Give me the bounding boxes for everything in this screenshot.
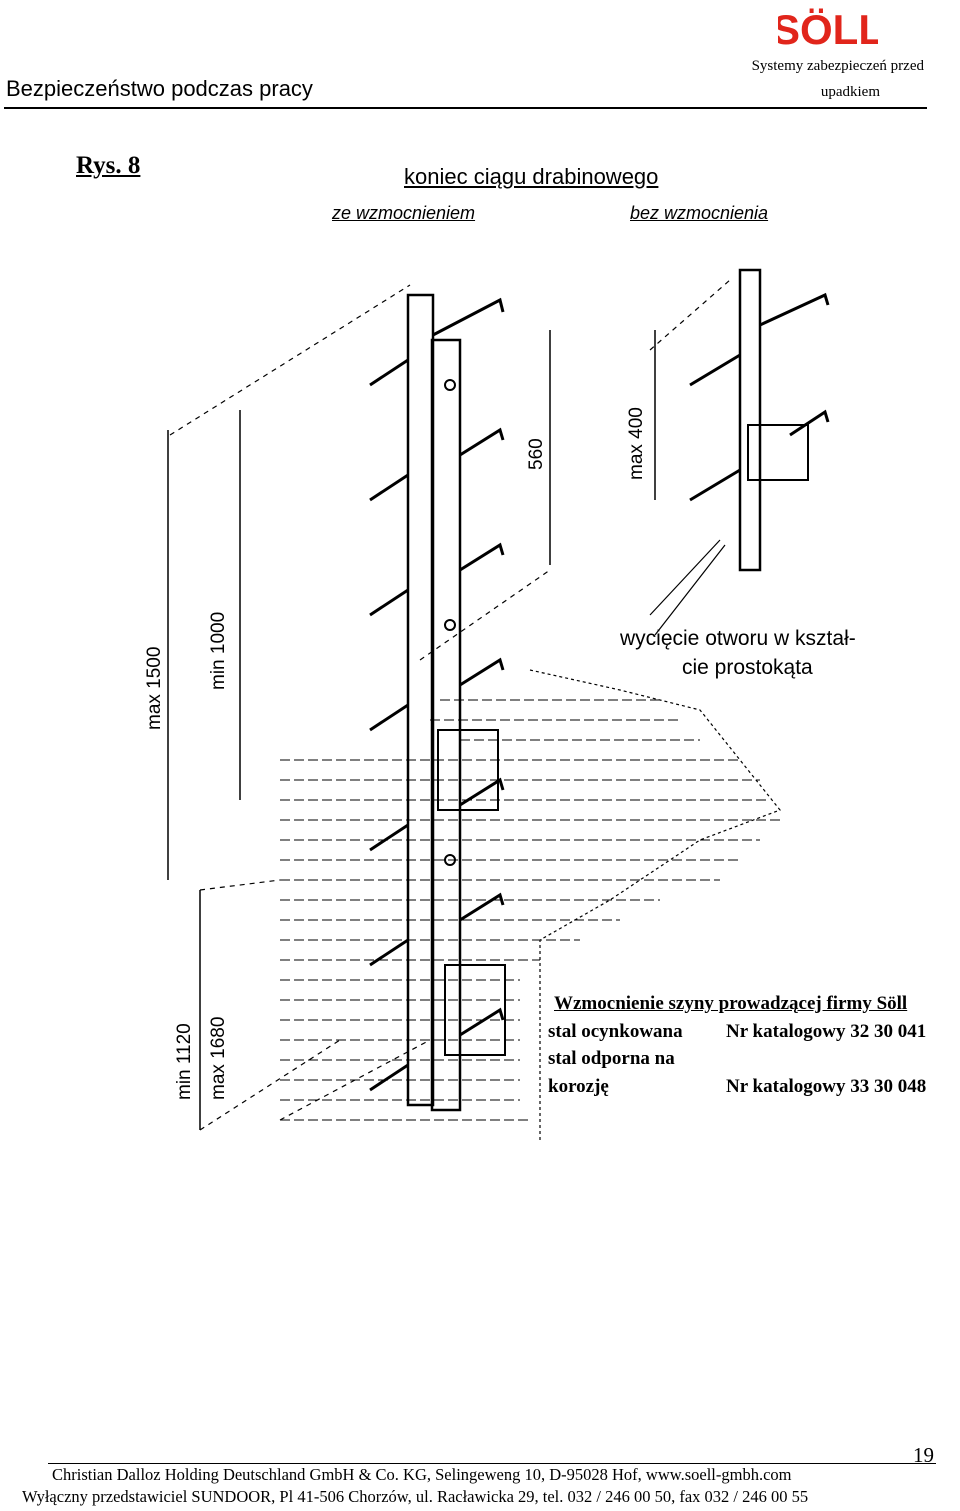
info-galvanized-label: stal ocynkowana bbox=[548, 1021, 683, 1042]
dim-min-1000: min 1000 bbox=[208, 612, 229, 690]
dim-max-1680: max 1680 bbox=[208, 1017, 229, 1100]
logo-wordmark: SÖLL bbox=[778, 6, 878, 50]
right-ladder bbox=[689, 268, 830, 572]
footer-divider bbox=[48, 1463, 936, 1464]
left-ladder bbox=[369, 293, 506, 1112]
header-subtitle-line2: upadkiem bbox=[820, 84, 880, 100]
dimension-lines bbox=[167, 330, 656, 1130]
page-header-title: Bezpieczeństwo podczas pracy bbox=[6, 76, 313, 101]
dim-max-400: max 400 bbox=[626, 407, 647, 480]
header-divider bbox=[4, 107, 927, 109]
right-rungs bbox=[689, 292, 830, 502]
header-subtitle-line1: Systemy zabezpieczeń przed bbox=[751, 58, 924, 74]
figure-label: Rys. 8 bbox=[76, 152, 141, 179]
info-stainless-label-2: korozję bbox=[548, 1076, 609, 1097]
left-rungs bbox=[369, 297, 505, 1092]
info-stainless-code: Nr katalogowy 33 30 048 bbox=[726, 1076, 927, 1097]
page-number: 19 bbox=[913, 1443, 934, 1467]
dim-max-1500: max 1500 bbox=[144, 647, 165, 730]
dim-min-1120: min 1120 bbox=[174, 1023, 195, 1100]
figure-heading: koniec ciągu drabinowego bbox=[404, 164, 659, 189]
ladder-technical-drawing: max 1500 min 1000 560 max 400 min 1120 m… bbox=[144, 268, 830, 1140]
left-variant-caption: ze wzmocnieniem bbox=[332, 203, 476, 223]
callout-line1: wycięcie otworu w kształ- bbox=[620, 627, 856, 650]
right-variant-caption: bez wzmocnienia bbox=[630, 203, 769, 223]
wall-hatching bbox=[280, 699, 780, 1121]
callout-leader bbox=[649, 539, 726, 636]
info-galvanized-code: Nr katalogowy 32 30 041 bbox=[726, 1021, 927, 1042]
callout-line2: cie prostokąta bbox=[682, 656, 813, 679]
footer-line1: Christian Dalloz Holding Deutschland Gmb… bbox=[52, 1465, 792, 1484]
info-title: Wzmocnienie szyny prowadzącej firmy Söll bbox=[554, 993, 908, 1014]
dim-560: 560 bbox=[526, 438, 547, 470]
soell-logo: SÖLL bbox=[778, 6, 878, 50]
footer-line2: Wyłączny przedstawiciel SUNDOOR, Pl 41-5… bbox=[22, 1487, 809, 1506]
info-stainless-label-1: stal odporna na bbox=[548, 1048, 675, 1069]
